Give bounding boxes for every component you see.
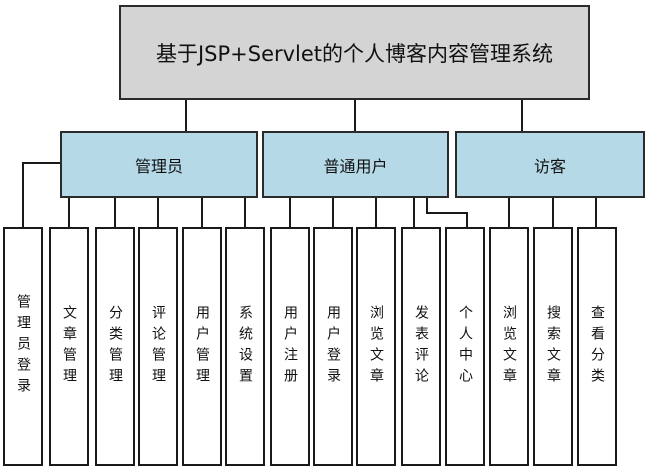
leaf-user-register: 用户注册 — [270, 227, 310, 466]
group-label-normal-user: 普通用户 — [323, 156, 388, 176]
leaf-admin-login: 管理员登录 — [3, 227, 43, 466]
leaf-label: 评论管理 — [150, 304, 166, 389]
leaf-label: 用户登录 — [325, 304, 341, 389]
leaf-user-management: 用户管理 — [182, 227, 222, 466]
group-node-normal-user: 普通用户 — [262, 131, 449, 198]
leaf-label: 个人中心 — [457, 304, 473, 389]
leaf-article-management: 文章管理 — [49, 227, 89, 466]
leaf-view-categories: 查看分类 — [577, 227, 617, 466]
group-label-guest: 访客 — [533, 156, 566, 176]
leaf-label: 系统设置 — [237, 304, 253, 389]
leaf-comment-management: 评论管理 — [138, 227, 178, 466]
leaf-system-settings: 系统设置 — [225, 227, 265, 466]
group-node-admin: 管理员 — [60, 131, 258, 198]
leaf-browse-articles-user: 浏览文章 — [356, 227, 396, 466]
leaf-label: 管理员登录 — [15, 294, 31, 399]
root-node: 基于JSP+Servlet的个人博客内容管理系统 — [119, 5, 590, 100]
leaf-post-comments: 发表评论 — [401, 227, 441, 466]
leaf-label: 文章管理 — [61, 304, 77, 389]
leaf-label: 浏览文章 — [501, 304, 517, 389]
leaf-label: 分类管理 — [107, 304, 123, 389]
leaf-label: 发表评论 — [413, 304, 429, 389]
connector-path — [22, 100, 597, 227]
leaf-search-articles: 搜索文章 — [533, 227, 573, 466]
leaf-user-login: 用户登录 — [313, 227, 353, 466]
group-node-guest: 访客 — [455, 131, 645, 198]
root-title: 基于JSP+Servlet的个人博客内容管理系统 — [155, 41, 554, 66]
leaf-label: 浏览文章 — [368, 304, 384, 389]
leaf-label: 查看分类 — [589, 304, 605, 389]
leaf-personal-center: 个人中心 — [445, 227, 485, 466]
group-label-admin: 管理员 — [134, 156, 183, 176]
leaf-browse-articles-guest: 浏览文章 — [489, 227, 529, 466]
leaf-label: 用户管理 — [194, 304, 210, 389]
leaf-label: 用户注册 — [282, 304, 298, 389]
leaf-category-management: 分类管理 — [95, 227, 135, 466]
leaf-label: 搜索文章 — [545, 304, 561, 389]
